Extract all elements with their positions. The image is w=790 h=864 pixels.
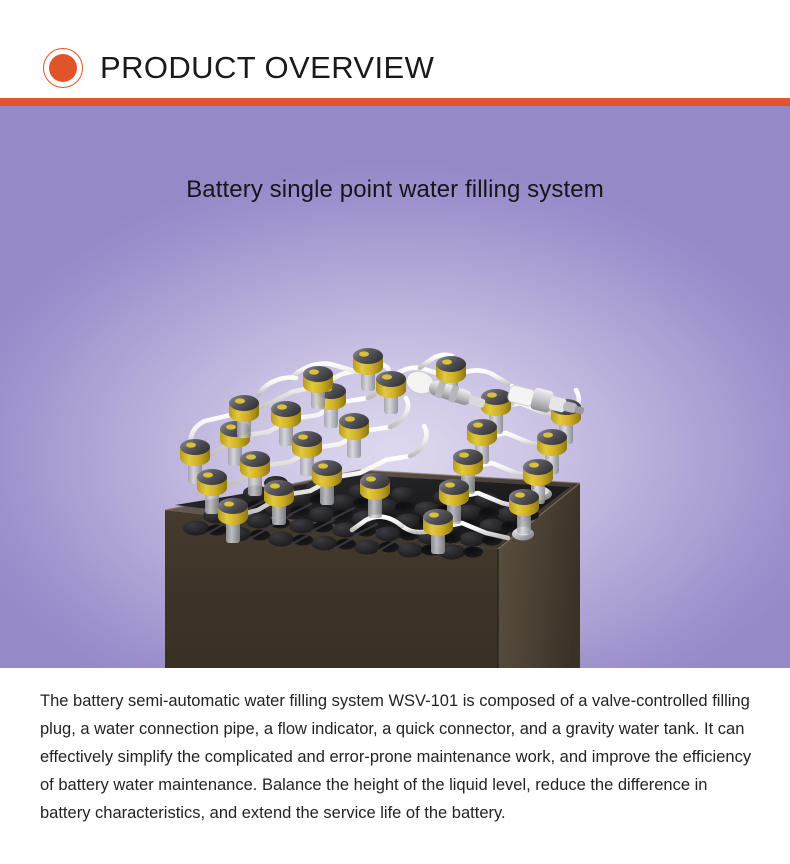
filling-plug: [312, 460, 342, 505]
case-side-face: [498, 483, 580, 668]
filling-plug: [264, 480, 294, 525]
filling-plug: [240, 451, 270, 496]
page-header: PRODUCT OVERVIEW: [0, 0, 790, 98]
filling-plug: [376, 371, 406, 414]
filling-plug: [197, 469, 227, 514]
filling-plug: [339, 413, 369, 458]
cell-connector-straps: [204, 497, 401, 553]
filling-plug: [303, 366, 333, 409]
pipe-front-link-b: [349, 514, 405, 533]
filling-plug: [292, 431, 322, 476]
pipe-left-riser-3: [387, 395, 411, 430]
filling-plug: [439, 479, 469, 524]
pipe-left-riser-4: [407, 423, 429, 459]
header-accent-bar: [0, 98, 790, 106]
filling-plug: [218, 498, 248, 543]
filling-plug: [360, 473, 390, 518]
page-title: PRODUCT OVERVIEW: [100, 50, 435, 85]
filling-plug: [353, 348, 383, 391]
filling-plug: [481, 389, 511, 434]
valve-controlled-filling-plugs: [180, 348, 581, 554]
flow-indicator: [405, 370, 486, 408]
filling-plug: [229, 395, 259, 438]
filling-plug: [271, 401, 301, 446]
quick-connector: [507, 384, 585, 415]
case-corner-highlight: [497, 482, 581, 550]
description-section: The battery semi-automatic water filling…: [0, 668, 790, 864]
pipe-left-loop-b: [255, 375, 299, 398]
filled-circle-ring-icon: [43, 48, 83, 88]
pipe-top-link-b: [417, 352, 455, 371]
description-paragraph: The battery semi-automatic water filling…: [40, 692, 752, 822]
battery-render-svg: [122, 348, 622, 668]
product-name-heading: Battery single point water filling syste…: [186, 176, 604, 203]
product-image: [0, 106, 790, 668]
filling-plug: [509, 489, 539, 534]
filling-plug: [523, 459, 553, 504]
pipe-left-row-0: [241, 365, 371, 415]
hero-panel: Battery single point water filling syste…: [0, 106, 790, 668]
circle-dot: [49, 54, 77, 82]
filling-plug: [423, 509, 453, 554]
filling-plug: [180, 439, 210, 484]
